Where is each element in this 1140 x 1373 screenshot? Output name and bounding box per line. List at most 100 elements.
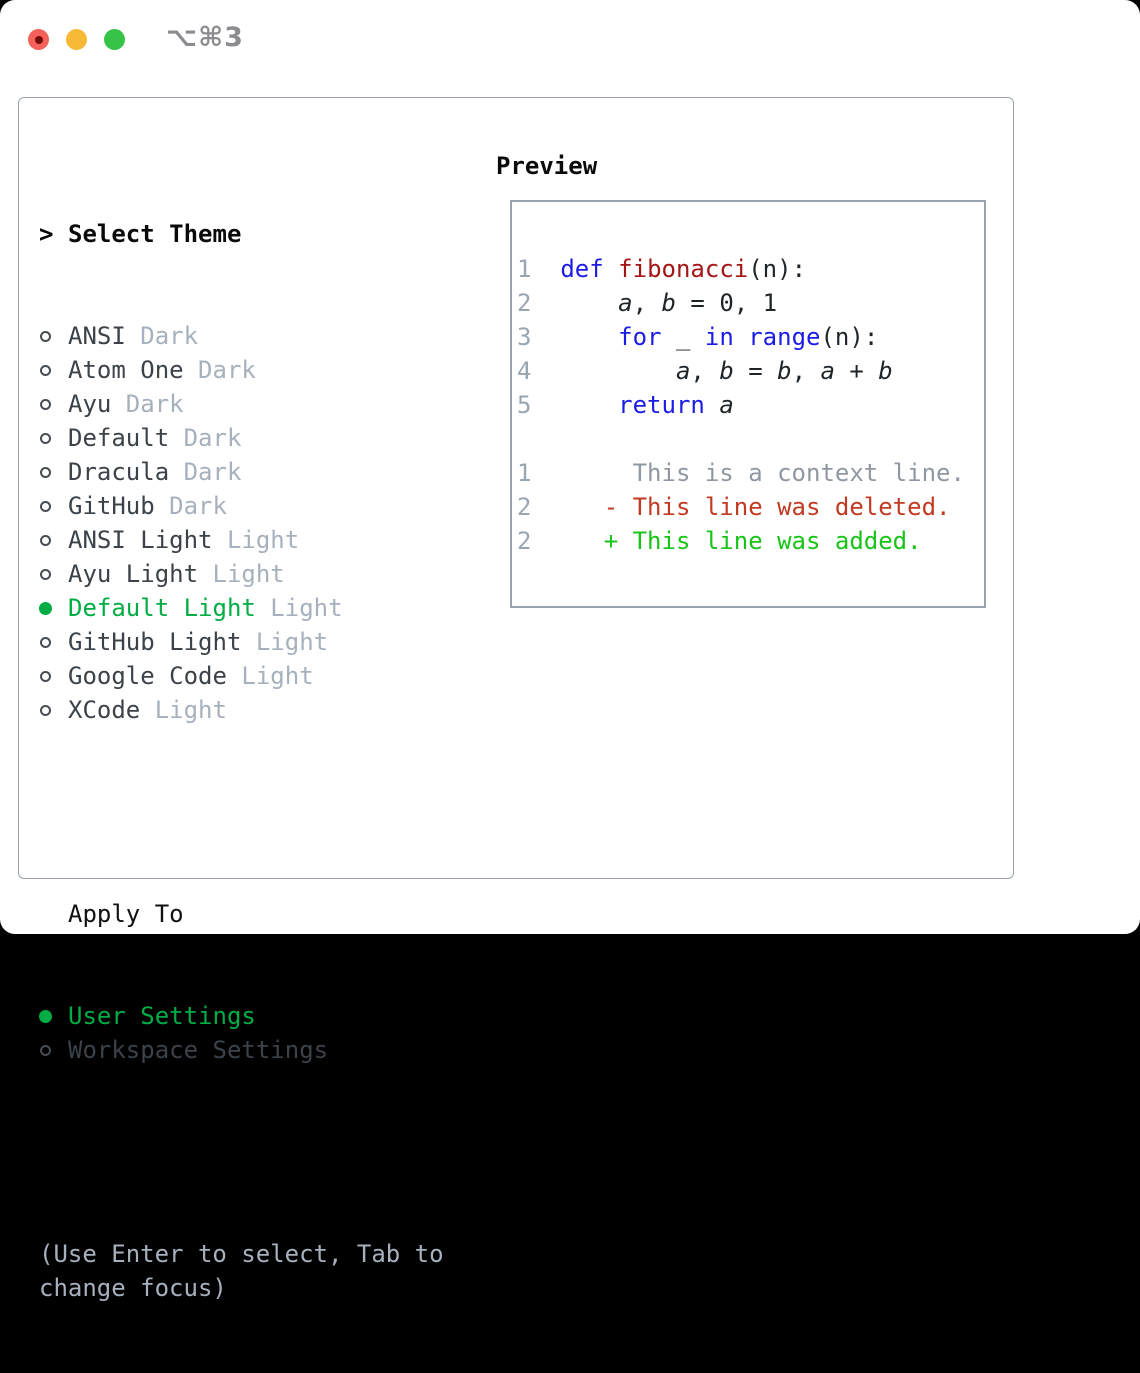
code-segment-ln: 2 bbox=[517, 527, 532, 555]
radio-icon bbox=[40, 432, 51, 444]
preview-line: 1 def fibonacci(n): bbox=[517, 252, 984, 286]
radio-icon bbox=[40, 670, 51, 682]
theme-variant: Light bbox=[226, 662, 314, 690]
preview-line: 2 + This line was added. bbox=[517, 524, 984, 558]
theme-item-default-light[interactable]: Default Light Light bbox=[39, 591, 444, 625]
theme-item-ayu-light[interactable]: Ayu Light Light bbox=[39, 557, 444, 591]
theme-item-ansi[interactable]: ANSI Dark bbox=[39, 319, 444, 353]
theme-name: XCode bbox=[68, 696, 141, 724]
theme-variant: Light bbox=[255, 594, 343, 622]
code-segment-txt: = 0, 1 bbox=[675, 289, 778, 317]
theme-variant: Dark bbox=[183, 356, 256, 384]
code-segment-var: b bbox=[661, 289, 676, 317]
code-segment-var: a bbox=[618, 289, 633, 317]
code-segment-var: a bbox=[719, 391, 734, 419]
theme-name: Atom One bbox=[68, 356, 184, 384]
preview-line: 5 return a bbox=[517, 388, 984, 422]
code-segment-txt bbox=[705, 391, 719, 419]
keyboard-hint: (Use Enter to select, Tab to change focus… bbox=[39, 1237, 444, 1305]
apply-to-header: Apply To bbox=[39, 897, 444, 931]
radio-icon bbox=[40, 330, 51, 342]
theme-name: Ayu Light bbox=[68, 560, 199, 588]
code-segment-txt bbox=[560, 323, 618, 351]
apply-option-workspace-settings[interactable]: Workspace Settings bbox=[39, 1033, 444, 1067]
code-segment-txt: , bbox=[791, 357, 821, 385]
theme-variant: Light bbox=[198, 560, 285, 588]
code-segment-kw: return bbox=[618, 391, 705, 419]
theme-item-atom-one[interactable]: Atom One Dark bbox=[39, 353, 444, 387]
radio-icon bbox=[40, 568, 51, 580]
radio-icon bbox=[39, 364, 68, 376]
code-segment-var: a bbox=[675, 357, 691, 385]
preview-line: 2 - This line was deleted. bbox=[517, 490, 984, 524]
code-segment-txt: , bbox=[690, 357, 720, 385]
code-segment-var: b bbox=[878, 357, 893, 385]
code-segment-ln: 3 bbox=[517, 323, 561, 351]
radio-icon bbox=[39, 534, 68, 546]
window-shortcut-label: ⌥⌘3 bbox=[166, 22, 244, 53]
radio-icon bbox=[39, 568, 68, 580]
theme-variant: Light bbox=[212, 526, 300, 554]
theme-name: Google Code bbox=[68, 662, 227, 690]
theme-variant: Dark bbox=[154, 492, 227, 520]
theme-item-xcode[interactable]: XCode Light bbox=[39, 693, 444, 727]
code-segment-txt: , bbox=[632, 289, 662, 317]
keyboard-hint-line: (Use Enter to select, Tab to bbox=[39, 1240, 444, 1268]
keyboard-hint-line: change focus) bbox=[39, 1274, 227, 1302]
apply-option-user-settings[interactable]: User Settings bbox=[39, 999, 444, 1033]
apply-to-title: Apply To bbox=[68, 900, 184, 928]
theme-variant: Dark bbox=[169, 424, 242, 452]
code-segment-ln: 2 bbox=[517, 289, 561, 317]
theme-item-default[interactable]: Default Dark bbox=[39, 421, 444, 455]
code-segment-var: b bbox=[777, 357, 792, 385]
preview-line: 3 for _ in range(n): bbox=[517, 320, 984, 354]
theme-variant: Light bbox=[241, 628, 329, 656]
radio-icon bbox=[39, 670, 68, 682]
radio-icon bbox=[40, 534, 51, 546]
spacer-row bbox=[39, 1135, 444, 1169]
theme-name: ANSI Light bbox=[68, 526, 213, 554]
radio-icon bbox=[39, 636, 68, 648]
theme-variant: Light bbox=[140, 696, 227, 724]
preview-title: Preview bbox=[496, 152, 598, 180]
code-segment-txt bbox=[604, 255, 618, 283]
code-segment-kw: in bbox=[704, 323, 734, 351]
theme-variant: Dark bbox=[125, 322, 199, 350]
code-segment-kw: for bbox=[618, 323, 662, 351]
radio-selected-icon bbox=[39, 1009, 52, 1023]
preview-line bbox=[517, 422, 984, 456]
theme-item-ansi-light[interactable]: ANSI Light Light bbox=[39, 523, 444, 557]
code-segment-kw: range bbox=[748, 323, 821, 351]
code-segment-txt bbox=[560, 391, 618, 419]
code-segment-fn: fibonacci bbox=[618, 255, 749, 283]
apply-option-label: Workspace Settings bbox=[68, 1036, 329, 1064]
zoom-icon[interactable] bbox=[104, 29, 125, 50]
radio-icon bbox=[40, 704, 51, 716]
radio-icon bbox=[40, 398, 51, 410]
code-segment-ln: 5 bbox=[517, 391, 561, 419]
theme-item-google-code[interactable]: Google Code Light bbox=[39, 659, 444, 693]
radio-icon bbox=[39, 330, 68, 342]
close-icon[interactable] bbox=[28, 29, 49, 50]
theme-item-dracula[interactable]: Dracula Dark bbox=[39, 455, 444, 489]
code-segment-ln: 2 bbox=[517, 493, 532, 521]
radio-icon bbox=[39, 500, 68, 512]
radio-icon bbox=[40, 636, 51, 648]
code-segment-txt: = bbox=[733, 357, 778, 385]
preview-line: 1 This is a context line. bbox=[517, 456, 984, 490]
code-segment-var: a bbox=[820, 357, 835, 385]
theme-item-github[interactable]: GitHub Dark bbox=[39, 489, 444, 523]
radio-selected-icon bbox=[39, 601, 68, 615]
minimize-icon[interactable] bbox=[66, 29, 87, 50]
code-segment-add: + This line was added. bbox=[531, 527, 922, 555]
preview-line: 2 a, b = 0, 1 bbox=[517, 286, 984, 320]
radio-icon bbox=[40, 364, 51, 376]
theme-variant: Dark bbox=[169, 458, 242, 486]
radio-icon bbox=[40, 466, 51, 478]
theme-item-github-light[interactable]: GitHub Light Light bbox=[39, 625, 444, 659]
theme-item-ayu[interactable]: Ayu Dark bbox=[39, 387, 444, 421]
code-segment-txt: + bbox=[834, 357, 879, 385]
select-theme-header: >Select Theme bbox=[39, 217, 444, 251]
